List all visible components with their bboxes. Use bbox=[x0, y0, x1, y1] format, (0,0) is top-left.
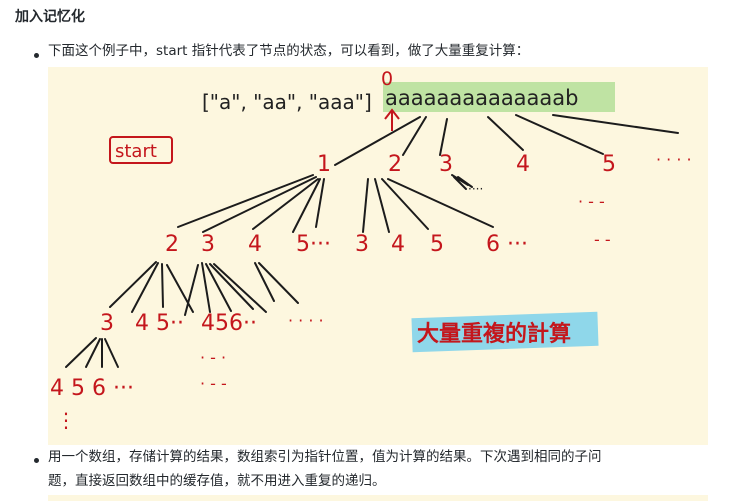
bullet-dot bbox=[34, 53, 39, 58]
node-2-3: 3 bbox=[355, 232, 369, 257]
node-2-5: 5 bbox=[430, 232, 444, 257]
start-label: start bbox=[115, 141, 157, 162]
node-3: 3 bbox=[439, 152, 453, 177]
string-highlight bbox=[383, 82, 615, 112]
next-figure-edge bbox=[48, 495, 708, 501]
dots-vertical: ⋮ bbox=[56, 408, 76, 432]
node-2-4: 4 bbox=[391, 232, 405, 257]
bullet-text-2: 用一个数组，存储计算的结果，数组索引为指针位置，值为计算的结果。下次遇到相同的子… bbox=[48, 449, 602, 465]
dots-d: · - - bbox=[200, 374, 227, 393]
node-l3-3: 3 bbox=[100, 311, 114, 336]
pointer-index: 0 bbox=[381, 68, 393, 90]
node-l3-45: 4 5·· bbox=[135, 311, 184, 336]
section-heading: 加入记忆化 bbox=[15, 9, 85, 25]
node-more: · · · · bbox=[656, 150, 692, 169]
start-box bbox=[109, 136, 173, 164]
bullet-text-1: 下面这个例子中，start 指针代表了节点的状态，可以看到，做了大量重复计算： bbox=[48, 43, 530, 59]
dots-a: · - - bbox=[578, 192, 605, 211]
node-l3-456: 456·· bbox=[201, 311, 257, 336]
node-1: 1 bbox=[317, 152, 331, 177]
callout-text: 大量重複的計算 bbox=[417, 321, 571, 347]
bullet-text-2-continued: 题，直接返回数组中的缓存值，就不用进入重复的递归。 bbox=[48, 473, 386, 489]
node-1-4: 4 bbox=[248, 232, 262, 257]
bullet-dot bbox=[34, 458, 39, 463]
dots-b: - - bbox=[594, 230, 611, 249]
word-dictionary: ["a", "aa", "aaa"] bbox=[202, 90, 372, 114]
node-l4: 4 5 6 ··· bbox=[50, 376, 134, 401]
dots-small: ···· bbox=[468, 182, 483, 196]
recursion-tree-figure: ["a", "aa", "aaa"] aaaaaaaaaaaaaab 0 sta… bbox=[48, 67, 708, 445]
node-4: 4 bbox=[516, 152, 530, 177]
node-1-2: 2 bbox=[165, 232, 179, 257]
node-l3-more: · · · · bbox=[288, 311, 324, 330]
node-2-6: 6 ··· bbox=[486, 232, 528, 257]
dots-c: · - · bbox=[200, 348, 226, 367]
node-2: 2 bbox=[388, 152, 402, 177]
pointer-arrow-icon bbox=[384, 108, 400, 131]
node-1-5: 5··· bbox=[296, 232, 331, 257]
callout-highlight bbox=[411, 311, 599, 353]
input-string: aaaaaaaaaaaaaab bbox=[385, 86, 579, 110]
node-1-3: 3 bbox=[201, 232, 215, 257]
node-5: 5 bbox=[602, 152, 616, 177]
